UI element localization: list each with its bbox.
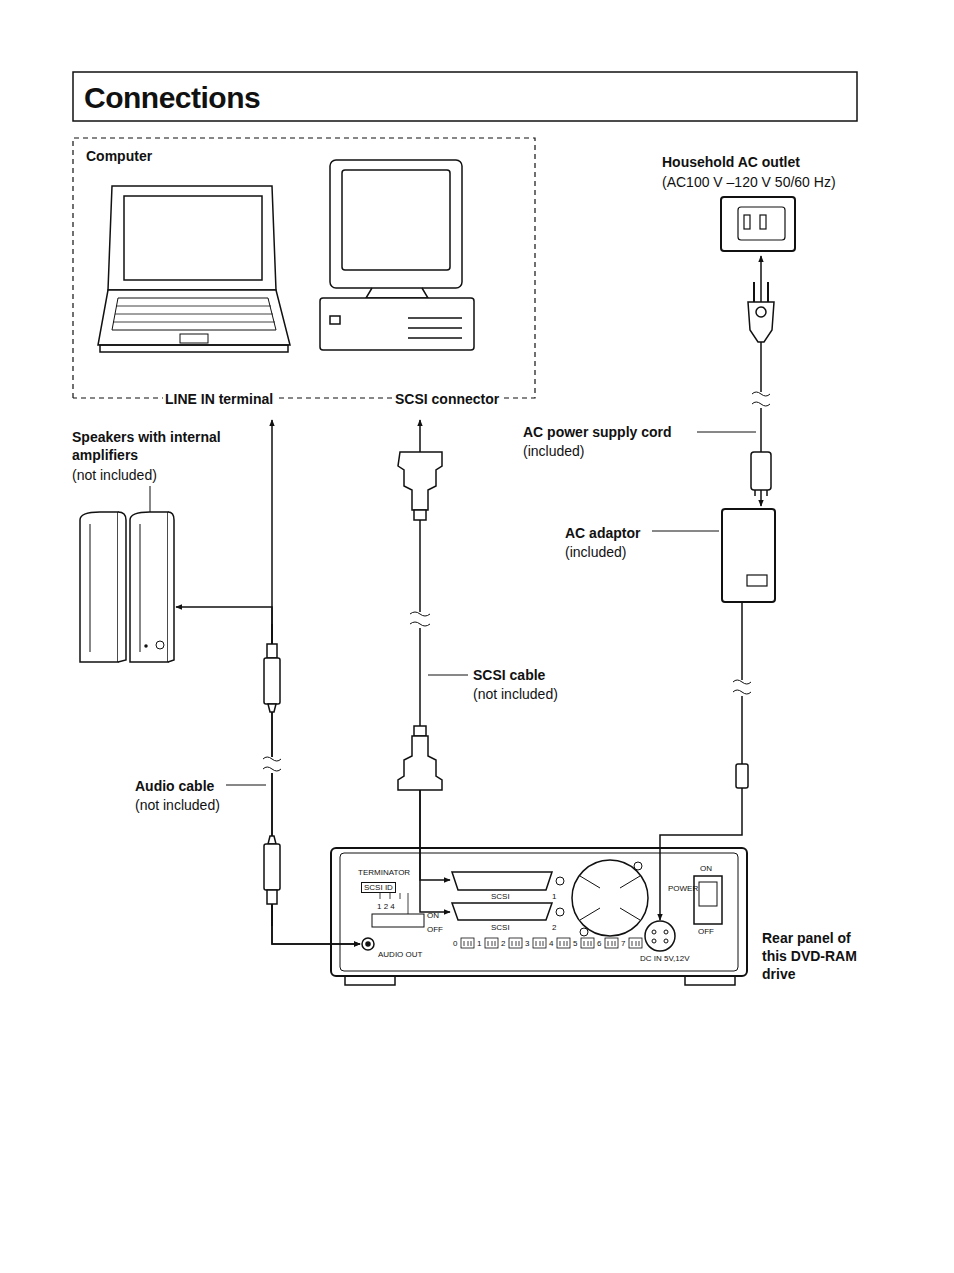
label: (not included) [135,796,220,814]
label: 7 [621,939,625,948]
label: OFF [427,925,443,934]
label: 3 [525,939,529,948]
label: SCSI connector [393,390,501,408]
computer-group: Computer [73,138,535,398]
cable-connector [176,607,360,944]
cord-connector [751,452,771,496]
label: 2 [552,923,556,932]
label: 1 2 4 [377,902,395,911]
label: 2 [501,939,505,948]
label: Audio cable [135,777,214,795]
label: 6 [597,939,601,948]
laptop [98,186,290,352]
label: AC power supply cord [523,423,672,441]
label: OFF [698,927,714,936]
computer-region [73,138,535,398]
desktop-computer [320,160,474,350]
node-text: Household AC outlet [662,153,800,171]
label: (not included) [473,685,558,703]
page-title: Connections [84,80,260,116]
label: ON [427,911,439,920]
label: 5 [573,939,577,948]
ac-adaptor: AC adaptor(included) [721,508,776,603]
rear-panel-detail [340,853,738,985]
node-text: Computer [86,147,152,165]
node-text: (included) [565,543,626,561]
label: (included) [523,442,584,460]
label: DC IN 5V,12V [640,954,690,963]
label: 1 [477,939,481,948]
label: POWER [668,884,698,893]
cable-connector [272,420,360,944]
cable-connector [660,603,742,920]
node-text: (not included) [72,466,157,484]
label: SCSI ID [361,882,396,893]
power-plug [748,282,774,342]
label: 4 [549,939,553,948]
ac-outlet: Household AC outlet(AC100 V –120 V 50/60… [720,196,796,252]
label: AUDIO OUT [378,950,422,959]
title-bar [73,72,857,121]
speakers: Speakers with internal amplifiers (not in… [72,428,247,663]
label: LINE IN terminal [163,390,275,408]
label: ON [700,864,712,873]
scsi-plug [398,452,450,880]
label: SCSI cable [473,666,545,684]
label: SCSI [491,892,510,901]
speakers [80,512,174,662]
node-text: Speakers with internal amplifiers [72,428,247,464]
label: 0 [453,939,457,948]
node-text: (AC100 V –120 V 50/60 Hz) [662,173,836,191]
label: 1 [552,892,556,901]
audio-plug [263,624,281,926]
node-text: AC adaptor [565,524,640,542]
label: SCSI [491,923,510,932]
node-text: Rear panel of this DVD-RAM drive [762,929,862,983]
label: TERMINATOR [358,868,410,877]
